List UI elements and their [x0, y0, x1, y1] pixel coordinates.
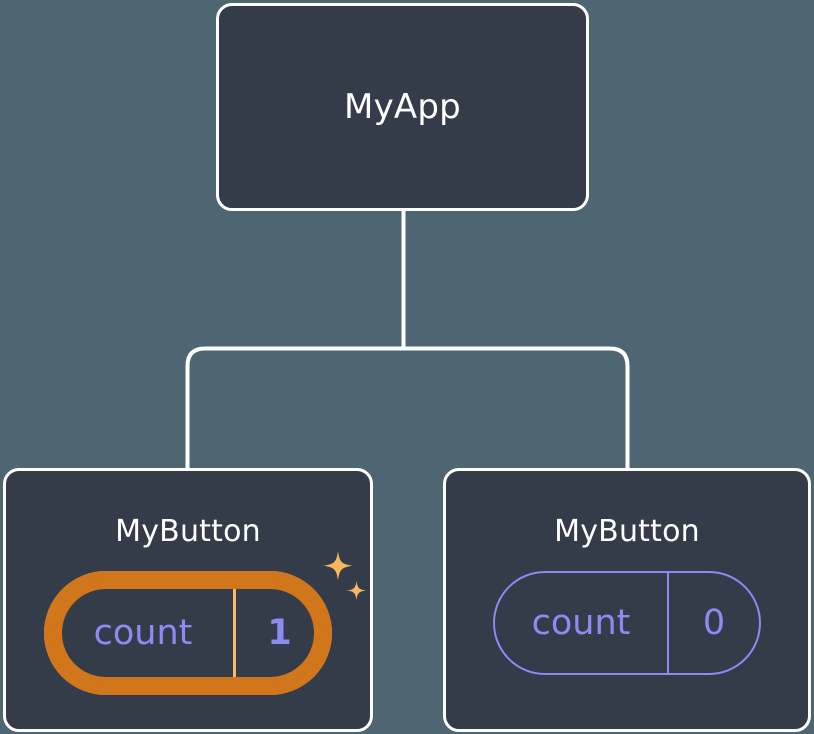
component-node-mybutton-right[interactable]: MyButton count 0	[443, 468, 811, 732]
component-node-mybutton-left[interactable]: MyButton count 1	[3, 468, 373, 732]
sparkle-large-icon	[323, 551, 353, 581]
connector-branch	[185, 346, 630, 468]
component-node-title: MyButton	[115, 514, 261, 549]
component-node-myapp[interactable]: MyApp	[216, 3, 589, 211]
state-pill-value: 1	[267, 612, 292, 653]
state-pill-value: 0	[702, 602, 726, 643]
state-pill-label: count	[53, 580, 236, 686]
state-pill[interactable]: count 0	[493, 571, 761, 675]
state-pill-label: count	[495, 573, 669, 673]
component-node-title: MyButton	[554, 514, 700, 549]
component-node-title: MyApp	[344, 87, 461, 127]
state-pill-highlighted-wrapper: count 1	[44, 551, 366, 695]
state-pill-highlighted[interactable]: count 1	[44, 571, 332, 695]
state-pill-wrapper: count 0	[493, 571, 761, 675]
sparkle-small-icon	[347, 581, 366, 600]
